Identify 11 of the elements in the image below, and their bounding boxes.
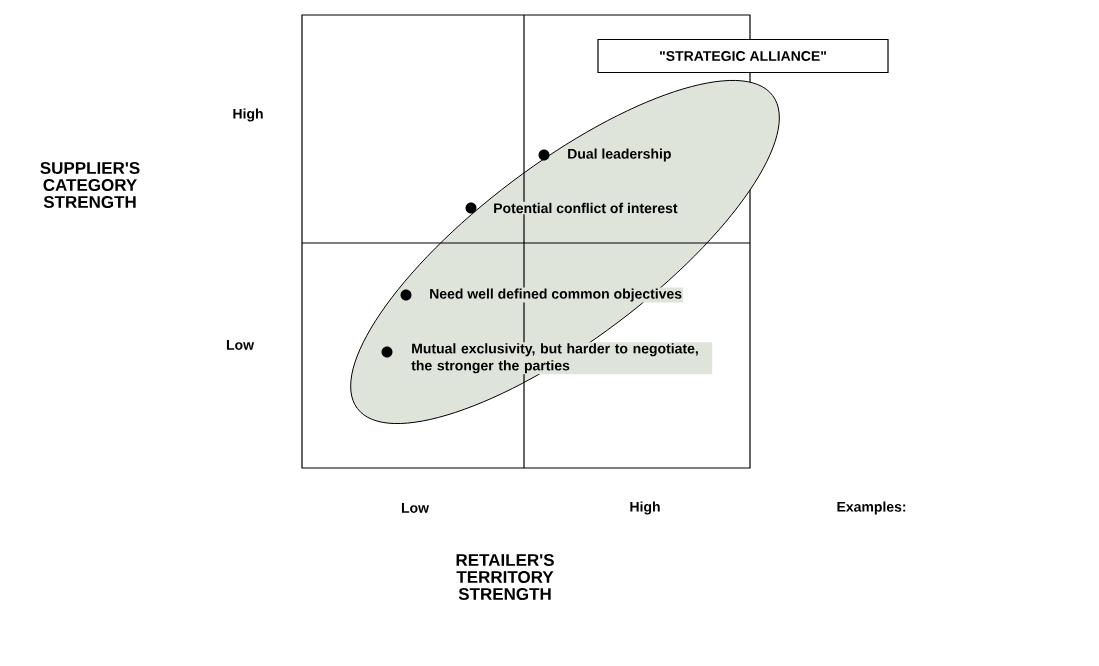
bullet-text: Need well defined common objectives: [428, 287, 684, 303]
bullet-text: Dual leadership: [566, 147, 673, 163]
examples-heading: Examples:: [837, 501, 906, 515]
axis-title: SUPPLIER'S CATEGORY STRENGTH: [40, 161, 140, 208]
axis-tick-label: Low: [226, 340, 255, 350]
axis-tick-label: Low: [401, 503, 430, 513]
axis-tick-label: High: [233, 108, 263, 122]
title-box: "STRATEGIC ALLIANCE": [597, 38, 889, 74]
bullet-text: Mutual exclusivity, but harder to negotiate, the stronger the parties: [410, 342, 713, 375]
axis-tick-label: High: [630, 501, 660, 515]
axis-title: RETAILER'S TERRITORY STRENGTH: [456, 553, 554, 600]
